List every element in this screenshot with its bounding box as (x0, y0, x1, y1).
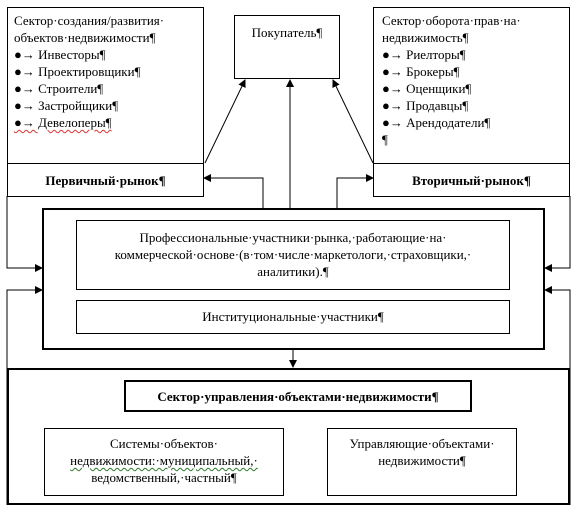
development-item-3: ●→ Строители¶ (14, 81, 104, 96)
development-sector-box: Сектор·создания/развития· объектов·недви… (7, 7, 204, 164)
rights-item-5: ●→ Арендодатели¶ (382, 115, 491, 130)
rights-sector-box: Сектор·оборота·прав·на· недвижимость¶ ●→… (373, 7, 570, 164)
managers-line-1: Управляющие·объектами· (349, 436, 495, 451)
development-item-5: ●→ Девелоперы¶ (14, 115, 112, 130)
primary-market-label: Первичный·рынок¶ (45, 173, 166, 188)
buyer-box: Покупатель¶ (234, 15, 340, 79)
rights-item-6: ¶ (382, 132, 388, 147)
rights-sector-title-1: Сектор·оборота·прав·на· (382, 13, 521, 28)
arrow-primary-to-buyer (204, 79, 246, 164)
line-right-management (544, 286, 571, 505)
line-left-primary (6, 196, 43, 272)
development-item-4: ●→ Застройщики¶ (14, 98, 119, 113)
primary-market-box: Первичный·рынок¶ (7, 163, 204, 197)
professional-line-3: аналитики).¶ (257, 264, 329, 279)
development-sector-title-2: объектов·недвижимости¶ (14, 30, 156, 45)
property-systems-box: Системы·объектов· недвижимости:·муниципа… (44, 428, 284, 496)
systems-line-2: недвижимости:·муниципальный,· (70, 453, 258, 468)
rights-item-3: ●→ Оценщики¶ (382, 81, 472, 96)
professional-line-2: коммерческой·основе·(в·том·числе·маркето… (114, 247, 472, 262)
rights-item-4: ●→ Продавцы¶ (382, 98, 469, 113)
arrow-center-to-secondary (336, 174, 374, 208)
secondary-market-label: Вторичный·рынок¶ (412, 173, 531, 188)
managers-line-2: недвижимости¶ (378, 453, 466, 468)
buyer-label: Покупатель¶ (251, 25, 323, 40)
management-title: Сектор·управления·объектами·недвижимости… (157, 389, 439, 404)
development-item-2: ●→ Проектировщики¶ (14, 64, 141, 79)
development-sector-title-1: Сектор·создания/развития· (14, 13, 165, 28)
institutional-participants-box: Институциональные·участники¶ (76, 300, 510, 334)
management-sector-box: Сектор·управления·объектами·недвижимости… (7, 368, 570, 505)
property-managers-box: Управляющие·объектами· недвижимости¶ (327, 428, 517, 496)
secondary-market-box: Вторичный·рынок¶ (373, 163, 570, 197)
systems-line-3: ведомственный,·частный¶ (91, 470, 237, 485)
professional-participants-box: Профессиональные·участники·рынка,·работа… (76, 220, 510, 290)
management-title-box: Сектор·управления·объектами·недвижимости… (124, 380, 472, 412)
arrow-center-to-primary (203, 174, 264, 208)
participants-box: Профессиональные·участники·рынка,·работа… (42, 208, 545, 350)
development-item-1: ●→ Инвесторы¶ (14, 47, 106, 62)
arrow-secondary-to-buyer (332, 79, 374, 164)
line-right-secondary (544, 196, 571, 272)
rights-sector-title-2: недвижимость¶ (382, 30, 469, 45)
professional-line-1: Профессиональные·участники·рынка,·работа… (139, 230, 447, 245)
institutional-label: Институциональные·участники¶ (202, 309, 384, 324)
systems-line-1: Системы·объектов· (109, 436, 219, 451)
rights-item-1: ●→ Риелторы¶ (382, 47, 466, 62)
rights-item-2: ●→ Брокеры¶ (382, 64, 460, 79)
